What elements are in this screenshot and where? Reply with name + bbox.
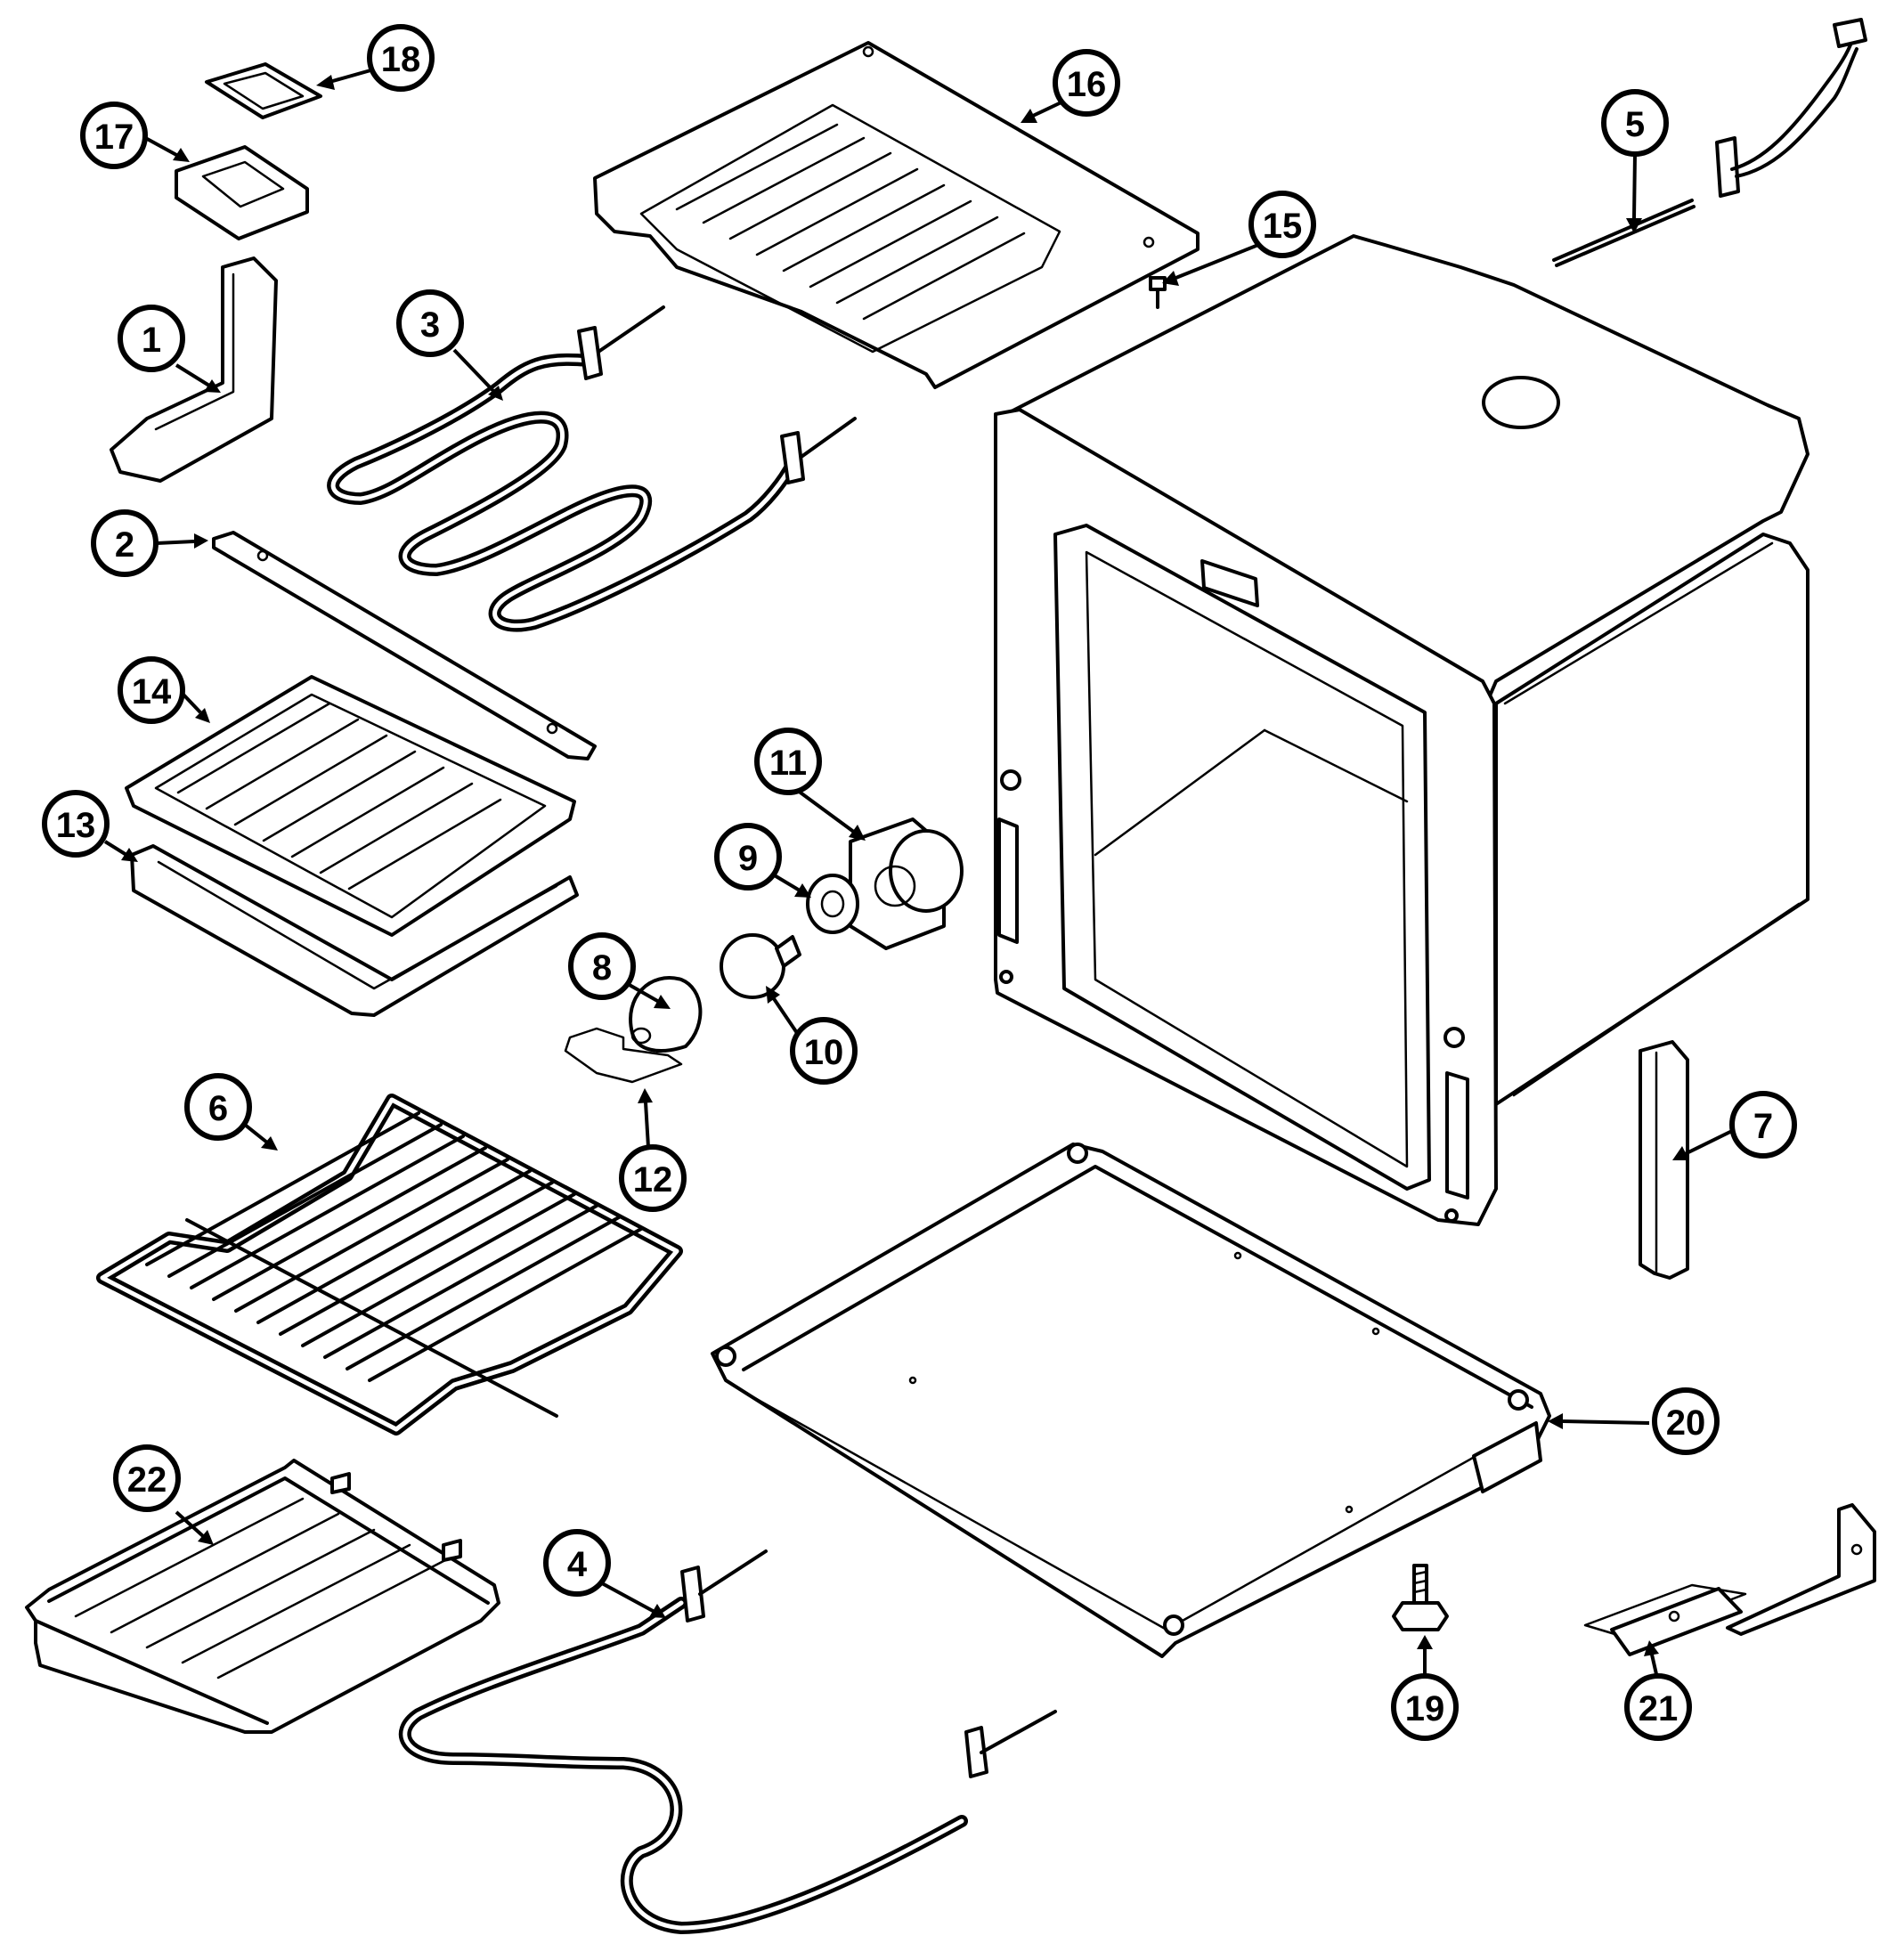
part-16-top-panel xyxy=(593,41,1200,389)
part-1-duct-bracket xyxy=(110,256,278,483)
callout-10-label: 10 xyxy=(804,1033,844,1072)
part-15-screw xyxy=(1149,276,1167,309)
callout-20: 20 xyxy=(1652,1387,1720,1455)
part-14-broiler-insert xyxy=(125,675,576,937)
part-4-bake-element xyxy=(398,1549,1057,1934)
callout-1-label: 1 xyxy=(142,321,161,360)
callout-18: 18 xyxy=(367,24,435,92)
callout-5: 5 xyxy=(1601,89,1669,157)
part-2-support-bar xyxy=(212,531,597,760)
part-17-frame xyxy=(175,145,309,240)
part-10-bulb xyxy=(720,933,801,999)
callout-15: 15 xyxy=(1248,191,1316,258)
callout-21: 21 xyxy=(1624,1673,1692,1741)
callout-7: 7 xyxy=(1729,1091,1797,1159)
callout-4-label: 4 xyxy=(567,1545,588,1584)
part-5-temperature-sensor xyxy=(1552,18,1867,267)
callout-15-label: 15 xyxy=(1263,207,1303,246)
callout-4: 4 xyxy=(543,1529,611,1597)
callout-5-label: 5 xyxy=(1625,105,1645,144)
callout-8-label: 8 xyxy=(592,948,612,988)
part-12-gasket xyxy=(564,1027,683,1084)
callout-16-label: 16 xyxy=(1067,65,1107,104)
callout-22: 22 xyxy=(113,1444,181,1512)
callout-12: 12 xyxy=(619,1144,687,1212)
callout-17-label: 17 xyxy=(94,118,134,157)
callout-3-label: 3 xyxy=(420,305,440,345)
callout-19: 19 xyxy=(1391,1673,1459,1741)
part-11-light-housing xyxy=(849,817,964,950)
part-21-leg-bracket xyxy=(1583,1503,1876,1656)
callout-13-label: 13 xyxy=(56,806,96,845)
oven-cavity xyxy=(994,234,1809,1226)
callout-2-label: 2 xyxy=(115,525,134,565)
callout-20-label: 20 xyxy=(1666,1403,1706,1443)
callout-6: 6 xyxy=(184,1073,252,1141)
part-13-broiler-pan xyxy=(130,844,579,1017)
callout-18-label: 18 xyxy=(381,40,421,79)
callout-14-label: 14 xyxy=(132,672,172,712)
callout-7-label: 7 xyxy=(1753,1107,1773,1146)
part-9-socket xyxy=(806,874,859,934)
callout-13: 13 xyxy=(42,790,110,858)
part-8-light-lens xyxy=(629,976,703,1053)
part-18-gasket xyxy=(205,62,322,119)
part-20-bottom-panel xyxy=(711,1143,1551,1658)
leader-lines xyxy=(103,61,1733,1676)
callout-11: 11 xyxy=(754,728,822,795)
callout-9-label: 9 xyxy=(738,839,758,878)
callout-14: 14 xyxy=(118,656,185,724)
part-3-heating-element xyxy=(327,305,857,632)
callout-9: 9 xyxy=(714,823,782,891)
part-7-side-trim xyxy=(1639,1040,1689,1280)
callout-1: 1 xyxy=(118,305,185,372)
callout-3: 3 xyxy=(396,289,464,357)
part-19-leveling-leg xyxy=(1392,1564,1449,1631)
part-22-half-rack xyxy=(25,1459,500,1734)
callout-11-label: 11 xyxy=(769,744,807,783)
callout-19-label: 19 xyxy=(1405,1689,1445,1728)
callout-10: 10 xyxy=(790,1017,858,1085)
callout-16: 16 xyxy=(1053,49,1120,117)
callout-21-label: 21 xyxy=(1639,1689,1679,1728)
part-6-oven-rack xyxy=(96,1094,683,1435)
callout-8: 8 xyxy=(568,932,636,1000)
callout-17: 17 xyxy=(80,102,148,169)
callout-2: 2 xyxy=(91,509,159,577)
callout-12-label: 12 xyxy=(633,1160,673,1200)
callout-6-label: 6 xyxy=(208,1089,228,1128)
callout-22-label: 22 xyxy=(127,1460,167,1500)
